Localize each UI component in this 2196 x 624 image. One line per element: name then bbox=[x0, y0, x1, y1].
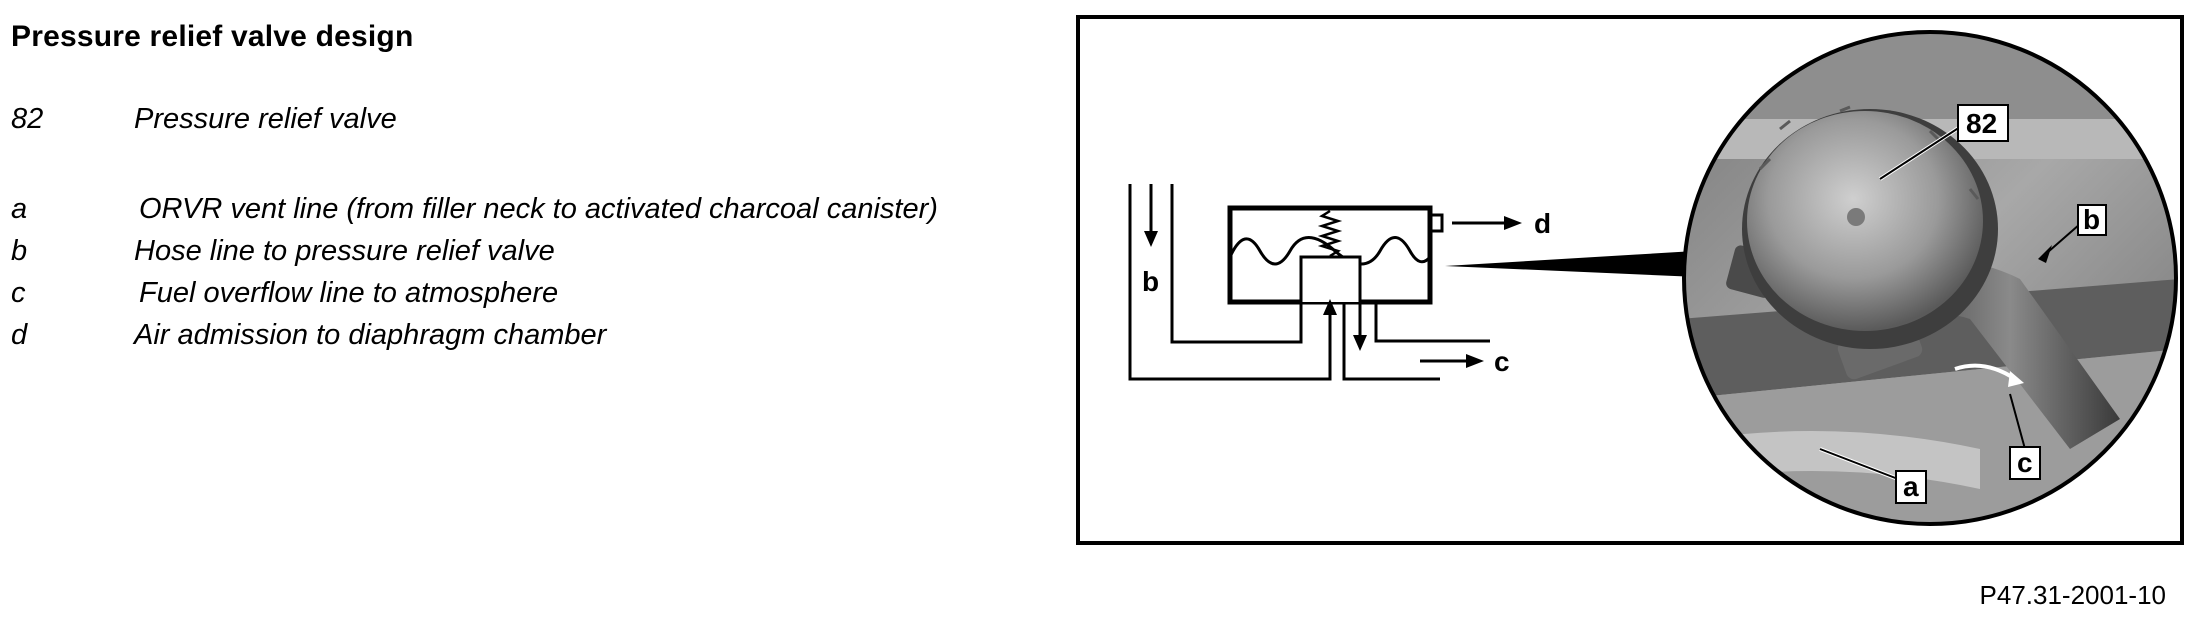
legend-key: a bbox=[11, 193, 28, 225]
legend-key: b bbox=[11, 235, 28, 267]
photo-label-c: c bbox=[2017, 447, 2033, 478]
photo-label-82: 82 bbox=[1966, 108, 1997, 139]
legend-key: 82 bbox=[11, 103, 44, 135]
legend-text: Hose line to pressure relief valve bbox=[134, 235, 555, 267]
callout-wedge bbox=[1445, 251, 1698, 277]
schematic-arrows bbox=[1144, 184, 1522, 368]
photo-label-b: b bbox=[2083, 204, 2100, 235]
valve-schematic bbox=[1128, 184, 1490, 381]
schematic-label-b: b bbox=[1142, 266, 1159, 297]
figure-reference: P47.31-2001-10 bbox=[1979, 580, 2166, 610]
valve-figure: b d c bbox=[1076, 15, 2184, 545]
legend-text: Air admission to diaphragm chamber bbox=[134, 319, 607, 351]
photo-detail: 82 b c a bbox=[1682, 30, 2178, 526]
photo-label-a: a bbox=[1903, 471, 1919, 502]
legend-key: c bbox=[11, 277, 26, 309]
schematic-label-c: c bbox=[1494, 346, 1510, 377]
valve-illustration: b d c bbox=[1128, 30, 2178, 526]
legend-text: ORVR vent line (from filler neck to acti… bbox=[139, 193, 938, 225]
legend-text: Fuel overflow line to atmosphere bbox=[139, 277, 559, 309]
schematic-label-d: d bbox=[1534, 208, 1551, 239]
legend-text: Pressure relief valve bbox=[134, 103, 397, 135]
page-title: Pressure relief valve design bbox=[11, 20, 414, 53]
legend-key: d bbox=[11, 319, 28, 351]
legend-list: 82 Pressure relief valve a ORVR vent lin… bbox=[11, 0, 1071, 400]
